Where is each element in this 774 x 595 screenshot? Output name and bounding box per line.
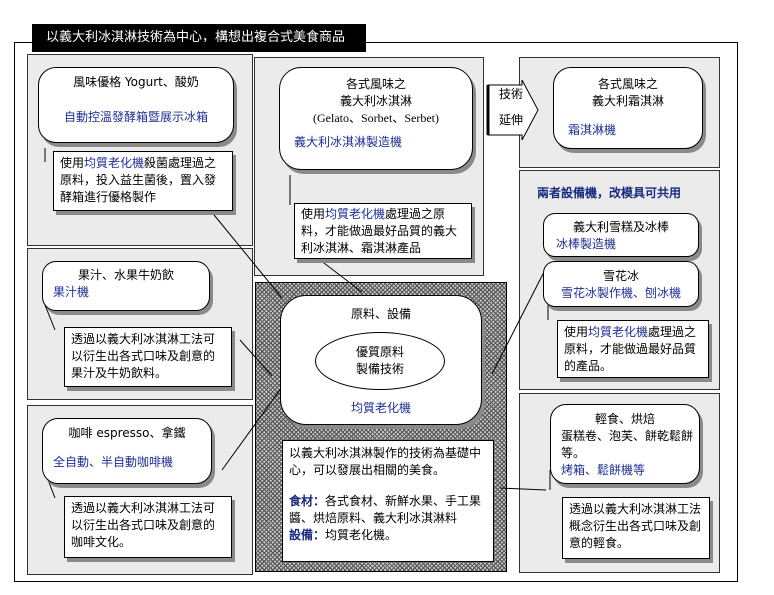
- popsicle-heading: 義大利雪糕及冰棒: [572, 220, 669, 234]
- soft-serve-heading-line1: 各式風味之: [597, 77, 658, 91]
- gelato-heading-line3: (Gelato、Sorbet、Serbet): [313, 111, 439, 125]
- core-box: 原料、設備 優質原料 製備技術 均質老化機: [280, 295, 482, 425]
- soft-serve-box: 各式風味之 義大利霜淇淋 霜淇淋機: [553, 67, 703, 149]
- juice-note-text: 透過以義大利冰淇淋工法可以衍生出各式口味及創意的果汁及牛奶飲料。: [71, 332, 216, 380]
- core-desc-text: 以義大利冰淇淋製作的技術為基礎中心，可以發展出相關的美食。: [289, 446, 482, 477]
- shaved-ice-equipment: 雪花冰製作機、刨冰機: [560, 286, 681, 300]
- popsicle-note-pre: 使用: [564, 325, 589, 339]
- popsicle-note: 使用均質老化機處理過之原料，才能做過最好品質的產品。: [557, 320, 709, 378]
- soft-serve-heading-line2: 義大利霜淇淋: [591, 94, 664, 108]
- bakery-heading-line2: 蛋糕卷、泡芙、餅乾鬆餅等。: [561, 429, 694, 460]
- popsicle-box: 義大利雪糕及冰棒 冰棒製造機: [543, 213, 699, 257]
- yogurt-box: 風味優格 Yogurt、酸奶 自動控溫發酵箱暨展示冰箱: [38, 67, 234, 143]
- outer-frame: [14, 42, 738, 582]
- juice-heading: 果汁、水果牛奶飲: [77, 268, 174, 282]
- coffee-heading: 咖啡 espresso、拿鐵: [68, 426, 186, 440]
- tech-extension-arrow: [486, 80, 539, 140]
- materials-label: 食材：: [289, 494, 326, 508]
- popsicle-note-post: 處理過之原料，才能做過最好品質的產品。: [564, 325, 697, 373]
- gelato-note-pre: 使用: [301, 207, 326, 221]
- yogurt-note-highlight: 均質老化機: [84, 156, 145, 170]
- core-oval: 優質原料 製備技術: [315, 332, 445, 390]
- equipment-text: 均質老化機。: [325, 528, 398, 542]
- gelato-heading-line1: 各式風味之: [345, 77, 406, 91]
- shaved-ice-box: 雪花冰 雪花冰製作機、刨冰機: [543, 261, 699, 307]
- yogurt-equipment: 自動控溫發酵箱暨展示冰箱: [63, 110, 208, 124]
- diagram-title: 以義大利冰淇淋技術為中心，構想出複合式美食商品: [32, 24, 366, 52]
- juice-note: 透過以義大利冰淇淋工法可以衍生出各式口味及創意的果汁及牛奶飲料。: [64, 327, 232, 387]
- shared-equipment-note: 兩者設備機，改模具可共用: [537, 186, 682, 200]
- arrow-label-line1: 技術: [499, 87, 524, 101]
- materials-text: 各式食材、新鮮水果、手工果醬、烘焙原料、義大利冰淇淋料: [289, 494, 482, 525]
- equipment-label: 設備：: [289, 528, 326, 542]
- core-heading: 原料、設備: [350, 307, 411, 321]
- gelato-note-post: 處理過之原料，才能做過最好品質的義大利冰淇淋、霜淇淋產品: [301, 207, 458, 255]
- shaved-ice-heading: 雪花冰: [602, 269, 639, 283]
- bakery-heading-line1: 輕食、烘焙: [594, 412, 655, 426]
- gelato-heading-line2: 義大利冰淇淋: [339, 94, 412, 108]
- bakery-equipment: 烤箱、鬆餅機等: [561, 463, 646, 477]
- gelato-box: 各式風味之 義大利冰淇淋 (Gelato、Sorbet、Serbet) 義大利冰…: [279, 67, 473, 170]
- gelato-note-highlight: 均質老化機: [325, 207, 386, 221]
- gelato-note: 使用均質老化機處理過之原料，才能做過最好品質的義大利冰淇淋、霜淇淋產品: [294, 203, 472, 259]
- core-oval-line1: 優質原料: [355, 345, 404, 359]
- core-oval-line2: 製備技術: [355, 362, 404, 376]
- yogurt-heading: 風味優格 Yogurt、酸奶: [73, 75, 199, 89]
- juice-equipment: 果汁機: [53, 285, 90, 299]
- core-materials: 食材：各式食材、新鮮水果、手工果醬、烘焙原料、義大利冰淇淋料: [289, 493, 487, 527]
- yogurt-note: 使用均質老化機殺菌處理過之原料，投入益生菌後，置入發酵箱進行優格製作: [53, 151, 233, 211]
- coffee-equipment: 全自動、半自動咖啡機: [53, 455, 174, 469]
- coffee-note-text: 透過以義大利冰淇淋工法可以衍生出各式口味及創意的咖啡文化。: [71, 501, 216, 549]
- core-equipment: 均質老化機: [350, 401, 411, 415]
- bakery-note-text: 透過以義大利冰淇淋工法概念衍生出各式口味及創意的輕食。: [569, 502, 702, 550]
- coffee-note: 透過以義大利冰淇淋工法可以衍生出各式口味及創意的咖啡文化。: [64, 496, 232, 558]
- bakery-box: 輕食、烘焙 蛋糕卷、泡芙、餅乾鬆餅等。 烤箱、鬆餅機等: [550, 404, 700, 484]
- popsicle-equipment: 冰棒製造機: [556, 237, 617, 251]
- core-equipment-line: 設備：均質老化機。: [289, 527, 487, 544]
- bakery-note: 透過以義大利冰淇淋工法概念衍生出各式口味及創意的輕食。: [562, 497, 710, 559]
- coffee-box: 咖啡 espresso、拿鐵 全自動、半自動咖啡機: [42, 418, 212, 484]
- arrow-label-line2: 延伸: [499, 113, 524, 127]
- core-description: 以義大利冰淇淋製作的技術為基礎中心，可以發展出相關的美食。 食材：各式食材、新鮮…: [282, 440, 494, 562]
- juice-box: 果汁、水果牛奶飲 果汁機: [42, 261, 210, 311]
- soft-serve-equipment: 霜淇淋機: [568, 123, 617, 137]
- popsicle-note-highlight: 均質老化機: [588, 325, 649, 339]
- yogurt-note-pre: 使用: [60, 156, 85, 170]
- yogurt-note-post: 殺菌處理過之原料，投入益生菌後，置入發酵箱進行優格製作: [60, 156, 217, 204]
- gelato-equipment: 義大利冰淇淋製造機: [294, 135, 403, 149]
